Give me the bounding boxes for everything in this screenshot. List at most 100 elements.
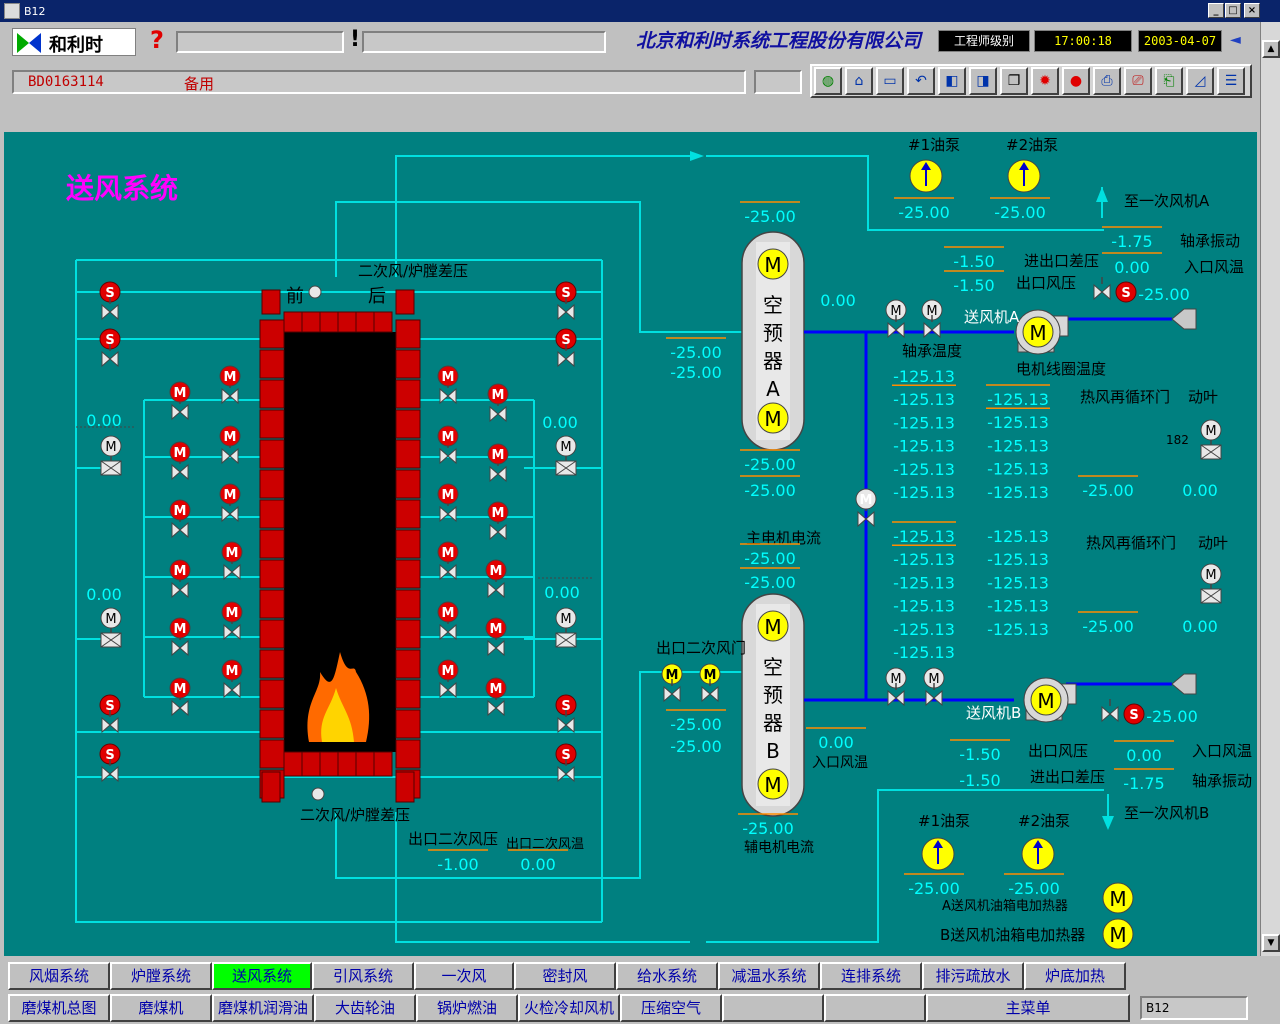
next-page-icon[interactable]: ◨ (969, 67, 997, 95)
furnace-brick (319, 751, 339, 777)
menu-7[interactable]: 减温水系统 (718, 962, 820, 990)
print-icon[interactable]: ⎙ (1093, 67, 1121, 95)
m-actuator-icon[interactable] (487, 383, 509, 405)
furnace-brick (319, 311, 339, 333)
speaker-icon[interactable]: ◄ (1230, 32, 1241, 48)
scroll-down-button[interactable]: ▼ (1262, 934, 1280, 952)
m-actuator-icon[interactable] (169, 441, 191, 463)
m-actuator-icon[interactable] (437, 601, 459, 623)
m-actuator-icon[interactable] (437, 365, 459, 387)
m-actuator-icon[interactable] (485, 559, 507, 581)
m-actuator-icon[interactable] (169, 559, 191, 581)
menu2-3[interactable]: 大齿轮油 (314, 994, 416, 1022)
cross-valve-icon[interactable] (855, 488, 877, 510)
m-actuator-icon[interactable] (219, 365, 241, 387)
fan-b-label: 送风机B (966, 704, 1021, 722)
m-actuator-icon[interactable] (437, 425, 459, 447)
b-fan-motor-icon[interactable] (1030, 684, 1062, 716)
prev-page-icon[interactable]: ◧ (938, 67, 966, 95)
help-icon[interactable]: ? (150, 26, 164, 54)
aph-a-right-value: 0.00 (820, 291, 856, 310)
aph-b-motor-bottom-icon[interactable] (757, 768, 789, 800)
m-actuator-icon-body (171, 403, 189, 421)
valve-icon (557, 716, 575, 734)
alert-icon[interactable]: ! (350, 27, 361, 52)
home-icon[interactable]: ⌂ (845, 67, 873, 95)
actuator-letter: S (105, 748, 114, 763)
red-actuator-icon[interactable] (1123, 703, 1145, 725)
alarm-stop-icon[interactable]: ● (1062, 67, 1090, 95)
vertical-scrollbar[interactable]: ▲ ▼ (1260, 22, 1280, 956)
menu-8[interactable]: 连排系统 (820, 962, 922, 990)
heater-motor-icon[interactable] (1102, 882, 1134, 914)
menu-5[interactable]: 密封风 (514, 962, 616, 990)
a-fan-motor-icon[interactable] (1022, 316, 1054, 348)
m-actuator-icon[interactable] (437, 483, 459, 505)
damper-x (100, 632, 122, 648)
actuator-letter: S (1121, 286, 1130, 301)
m-actuator-icon[interactable] (487, 501, 509, 523)
m-actuator-icon[interactable] (221, 659, 243, 681)
print-ok-icon[interactable]: ⎗ (1155, 67, 1183, 95)
menu2-7[interactable] (722, 994, 824, 1022)
close-button[interactable]: × (1244, 3, 1260, 18)
m-actuator-icon[interactable] (485, 677, 507, 699)
menu2-6[interactable]: 压缩空气 (620, 994, 722, 1022)
actuator-letter: M (174, 682, 187, 697)
maximize-button[interactable]: □ (1225, 3, 1241, 18)
m-actuator-icon[interactable] (219, 425, 241, 447)
heater-motor-icon[interactable] (1102, 918, 1134, 950)
minimize-button[interactable]: _ (1208, 3, 1224, 18)
furnace-brick (259, 649, 285, 679)
menu2-5[interactable]: 火检冷却风机 (518, 994, 620, 1022)
menu-4[interactable]: 一次风 (414, 962, 514, 990)
pipe-icon[interactable]: ▭ (876, 67, 904, 95)
menu-10[interactable]: 炉底加热 (1024, 962, 1126, 990)
menu2-8[interactable] (824, 994, 926, 1022)
menu2-4[interactable]: 锅炉燃油 (416, 994, 518, 1022)
overview-icon[interactable]: ◍ (814, 67, 842, 95)
alarm-bell-icon[interactable]: ✹ (1031, 67, 1059, 95)
menu2-1[interactable]: 磨煤机 (110, 994, 212, 1022)
fan-b-recirc-value: -25.00 (1082, 617, 1134, 636)
temp-value: -125.13 (893, 390, 955, 409)
m-actuator-icon[interactable] (219, 483, 241, 505)
m-actuator-icon[interactable] (169, 617, 191, 639)
actuator-letter: M (560, 440, 571, 455)
menu-3[interactable]: 引风系统 (312, 962, 414, 990)
m-actuator-icon[interactable] (221, 601, 243, 623)
menu-6[interactable]: 给水系统 (616, 962, 718, 990)
menu-2[interactable]: 送风系统 (212, 962, 312, 990)
aph-a-motor-top-icon[interactable] (757, 248, 789, 280)
furnace-brick (395, 499, 421, 529)
menu2-9[interactable]: 主菜单 (926, 994, 1130, 1022)
m-actuator-icon[interactable] (437, 541, 459, 563)
motor-letter: M (1109, 923, 1126, 947)
trend-icon[interactable]: ◿ (1186, 67, 1214, 95)
damper-x (100, 460, 122, 476)
m-actuator-icon[interactable] (169, 677, 191, 699)
back-icon[interactable]: ↶ (907, 67, 935, 95)
copy-icon[interactable]: ❐ (1000, 67, 1028, 95)
m-actuator-icon[interactable] (169, 381, 191, 403)
m-actuator-icon[interactable] (485, 617, 507, 639)
menu-0[interactable]: 风烟系统 (8, 962, 110, 990)
scroll-up-button[interactable]: ▲ (1262, 40, 1280, 58)
menu2-0[interactable]: 磨煤机总图 (8, 994, 110, 1022)
m-actuator-icon[interactable] (169, 499, 191, 521)
aph-a-motor-bottom-icon[interactable] (757, 402, 789, 434)
actuator-letter: M (174, 504, 187, 519)
m-actuator-icon[interactable] (487, 443, 509, 465)
menu-1[interactable]: 炉膛系统 (110, 962, 212, 990)
aph-b-motor-top-icon[interactable] (757, 610, 789, 642)
print-cancel-icon[interactable]: ⎚ (1124, 67, 1152, 95)
fan-b-temp-value: 0.00 (1126, 746, 1162, 765)
temp-value: -125.13 (893, 437, 955, 456)
report-icon[interactable]: ☰ (1217, 67, 1245, 95)
m-actuator-icon-body (223, 563, 241, 581)
m-actuator-icon[interactable] (221, 541, 243, 563)
red-actuator-icon[interactable] (1115, 281, 1137, 303)
menu2-2[interactable]: 磨煤机润滑油 (212, 994, 314, 1022)
menu-9[interactable]: 排污疏放水 (922, 962, 1024, 990)
m-actuator-icon[interactable] (437, 659, 459, 681)
